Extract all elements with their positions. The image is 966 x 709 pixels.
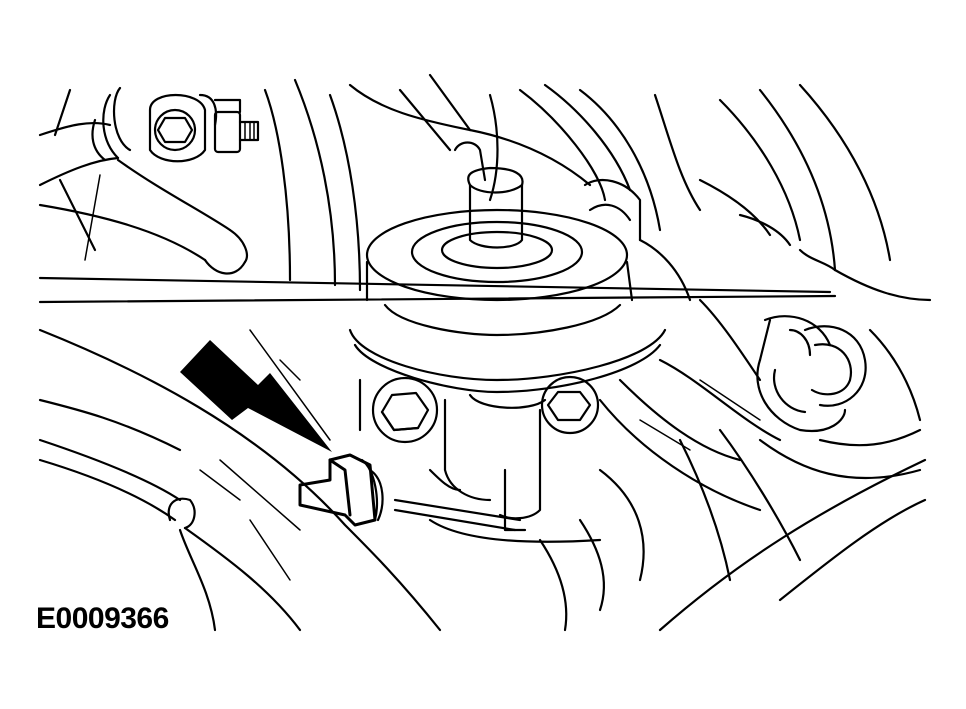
right-grommet bbox=[698, 298, 922, 433]
return-hose-fitting bbox=[298, 453, 384, 527]
lower-right-contours bbox=[538, 358, 927, 632]
figure-code: E0009366 bbox=[36, 602, 169, 635]
regulator-diaphragm bbox=[348, 208, 667, 394]
vacuum-nipple bbox=[453, 141, 524, 249]
mounting-bolt-right bbox=[540, 375, 600, 435]
regulator-body bbox=[358, 378, 602, 543]
upper-left-hose bbox=[38, 86, 248, 275]
fuel-rail bbox=[38, 276, 837, 304]
arrow-icon bbox=[180, 340, 332, 452]
stud-nut bbox=[213, 98, 260, 154]
lower-left-hose bbox=[38, 328, 442, 632]
bracket-bolt bbox=[148, 93, 218, 163]
mounting-bolt-left bbox=[371, 376, 439, 444]
background-contours bbox=[263, 73, 932, 302]
